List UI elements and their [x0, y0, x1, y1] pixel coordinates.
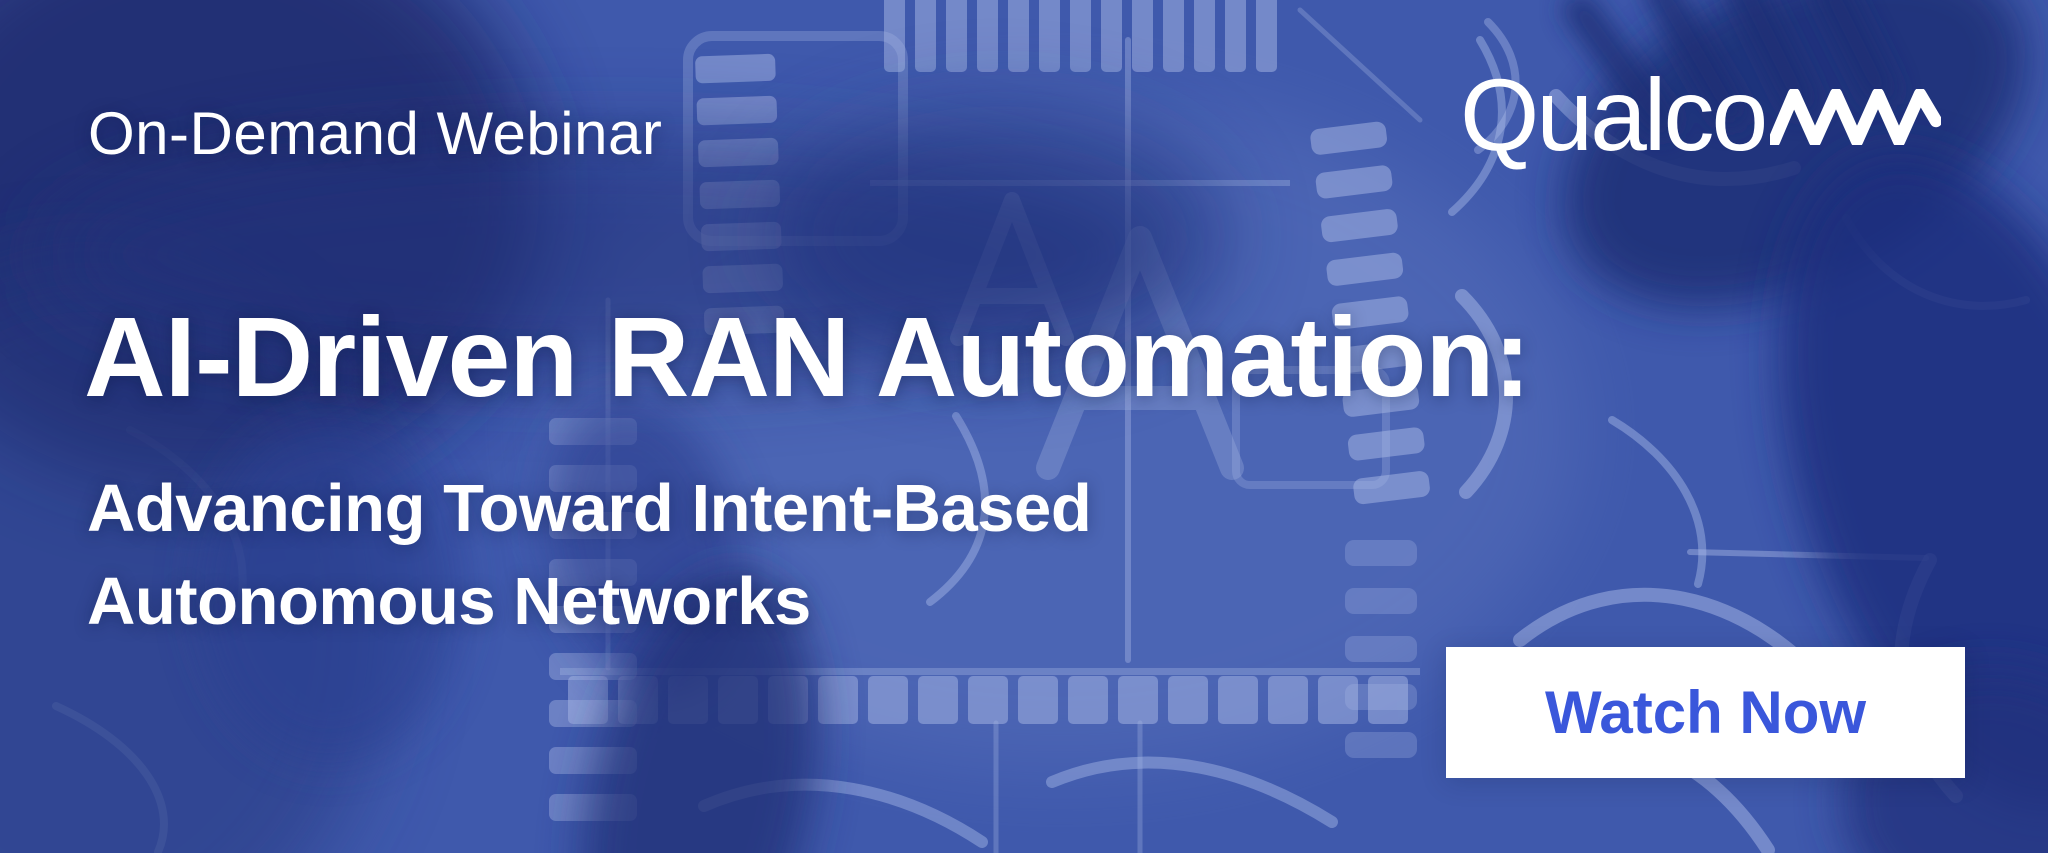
qualcomm-mm-zigzag-icon	[1770, 89, 1942, 145]
qualcomm-logo: Qualco	[1460, 58, 1942, 172]
watch-now-label: Watch Now	[1544, 679, 1867, 746]
subtitle-line-1: Advancing Toward Intent-Based	[87, 471, 1092, 546]
subtitle-line-2: Autonomous Networks	[87, 564, 811, 639]
webinar-subtitle: Advancing Toward Intent-Based Autonomous…	[87, 462, 1092, 648]
eyebrow-label: On-Demand Webinar	[88, 100, 663, 167]
forearm-silhouette-right	[1778, 152, 2048, 808]
watch-now-button[interactable]: Watch Now	[1446, 647, 1965, 778]
qualcomm-wordmark-text: Qualco	[1460, 58, 1768, 172]
hand-silhouette-left	[200, 420, 460, 760]
forearm-silhouette-center	[582, 573, 818, 853]
webinar-title: AI-Driven RAN Automation:	[84, 294, 1531, 420]
fingers-silhouette-right	[1563, 0, 1897, 137]
